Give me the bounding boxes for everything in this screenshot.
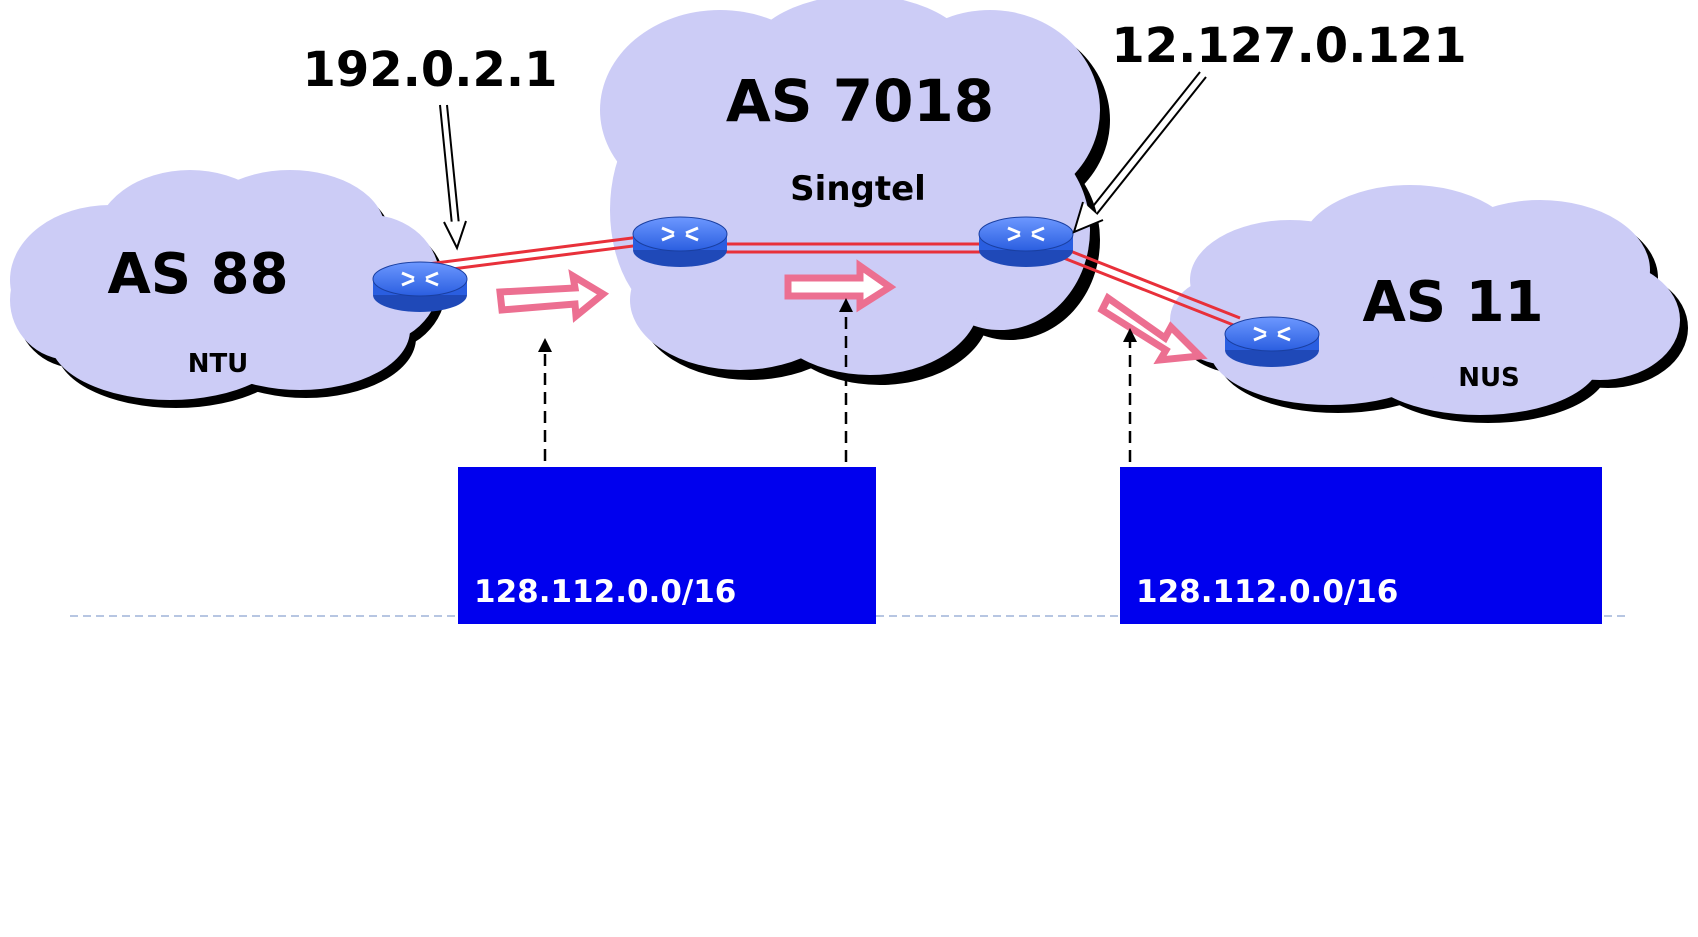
ip-pointer-arrow-192	[439, 104, 467, 251]
router-icon[interactable]	[978, 216, 1074, 267]
link-singtel-nus	[1055, 245, 1241, 328]
ip-label-192: 192.0.2.1	[302, 42, 557, 98]
route-next-hop: Next Hop = 12.127.0.121	[1136, 850, 1586, 886]
arrowhead-icon	[839, 298, 853, 312]
advertisement-arrow-icon	[784, 259, 897, 313]
route-info-box-left: 128.112.0.0/16 AS path = 88 Next Hop = 1…	[458, 467, 876, 886]
route-as-path: AS path = 7018 88	[1136, 712, 1461, 748]
advertisement-arrow-icon	[496, 269, 610, 323]
as-7018-cloud	[600, 0, 1110, 385]
route-prefix: 128.112.0.0/16	[474, 574, 737, 610]
route-prefix: 128.112.0.0/16	[1136, 574, 1399, 610]
ip-label-12: 12.127.0.121	[1111, 18, 1466, 74]
arrowhead-icon	[538, 338, 552, 352]
nus-label: NUS	[1458, 363, 1520, 393]
router-icon[interactable]	[1224, 316, 1320, 367]
router-icon[interactable]	[632, 216, 728, 267]
as-11-label: AS 11	[1362, 270, 1543, 335]
route-info-box-right: 128.112.0.0/16 AS path = 7018 88 Next Ho…	[1120, 467, 1602, 886]
ntu-label: NTU	[188, 349, 249, 379]
router-icon[interactable]	[372, 261, 468, 312]
ip-pointer-arrow-12	[1072, 71, 1207, 234]
advertisement-arrow-icon	[1097, 292, 1208, 365]
route-as-path: AS path = 88	[474, 712, 702, 748]
link-singtel-internal	[700, 242, 990, 254]
singtel-label: Singtel	[790, 169, 926, 209]
as-7018-label: AS 7018	[726, 67, 994, 135]
arrowhead-icon	[1123, 328, 1137, 342]
as-88-label: AS 88	[107, 242, 288, 307]
route-next-hop: Next Hop = 192.0.2.1	[474, 850, 860, 886]
